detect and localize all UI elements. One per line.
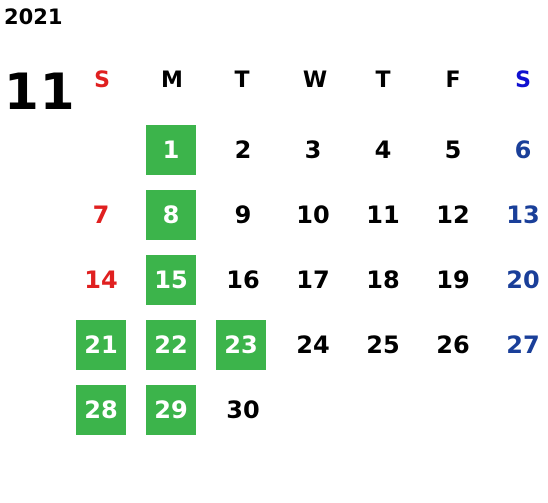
day-cell[interactable]: 4 <box>374 136 392 164</box>
day-cell[interactable]: 13 <box>506 201 540 229</box>
day-cell <box>288 385 338 435</box>
day-cell[interactable]: 10 <box>296 201 330 229</box>
day-cell <box>498 385 548 435</box>
day-cell[interactable]: 26 <box>436 331 470 359</box>
day-cell[interactable]: 17 <box>296 266 330 294</box>
day-cell <box>358 385 408 435</box>
day-cell[interactable]: 18 <box>366 266 400 294</box>
day-cell <box>428 385 478 435</box>
day-cell[interactable]: 22 <box>146 320 196 370</box>
day-cell[interactable]: 14 <box>84 266 118 294</box>
day-cell <box>76 125 126 175</box>
day-cell[interactable]: 12 <box>436 201 470 229</box>
day-cell[interactable]: 6 <box>514 136 532 164</box>
year-label: 2021 <box>4 5 63 29</box>
day-cell[interactable]: 15 <box>146 255 196 305</box>
weekday-wednesday: W <box>302 68 328 93</box>
day-cell[interactable]: 8 <box>146 190 196 240</box>
day-cell[interactable]: 7 <box>92 201 110 229</box>
day-cell[interactable]: 16 <box>226 266 260 294</box>
day-cell[interactable]: 30 <box>226 396 260 424</box>
day-cell[interactable]: 25 <box>366 331 400 359</box>
day-cell[interactable]: 27 <box>506 331 540 359</box>
weekday-thursday: T <box>375 68 391 93</box>
day-cell[interactable]: 19 <box>436 266 470 294</box>
day-cell[interactable]: 9 <box>234 201 252 229</box>
weekday-monday: M <box>161 68 183 93</box>
day-cell[interactable]: 2 <box>234 136 252 164</box>
day-cell[interactable]: 29 <box>146 385 196 435</box>
day-cell[interactable]: 23 <box>216 320 266 370</box>
day-cell[interactable]: 3 <box>304 136 322 164</box>
weekday-friday: F <box>445 68 461 93</box>
day-cell[interactable]: 21 <box>76 320 126 370</box>
day-cell[interactable]: 1 <box>146 125 196 175</box>
day-cell[interactable]: 28 <box>76 385 126 435</box>
month-number: 11 <box>4 63 76 121</box>
day-cell[interactable]: 11 <box>366 201 400 229</box>
day-cell[interactable]: 5 <box>444 136 462 164</box>
day-cell[interactable]: 24 <box>296 331 330 359</box>
weekday-saturday: S <box>515 68 531 93</box>
weekday-tuesday: T <box>234 68 250 93</box>
weekday-sunday: S <box>94 68 110 93</box>
day-cell[interactable]: 20 <box>506 266 540 294</box>
